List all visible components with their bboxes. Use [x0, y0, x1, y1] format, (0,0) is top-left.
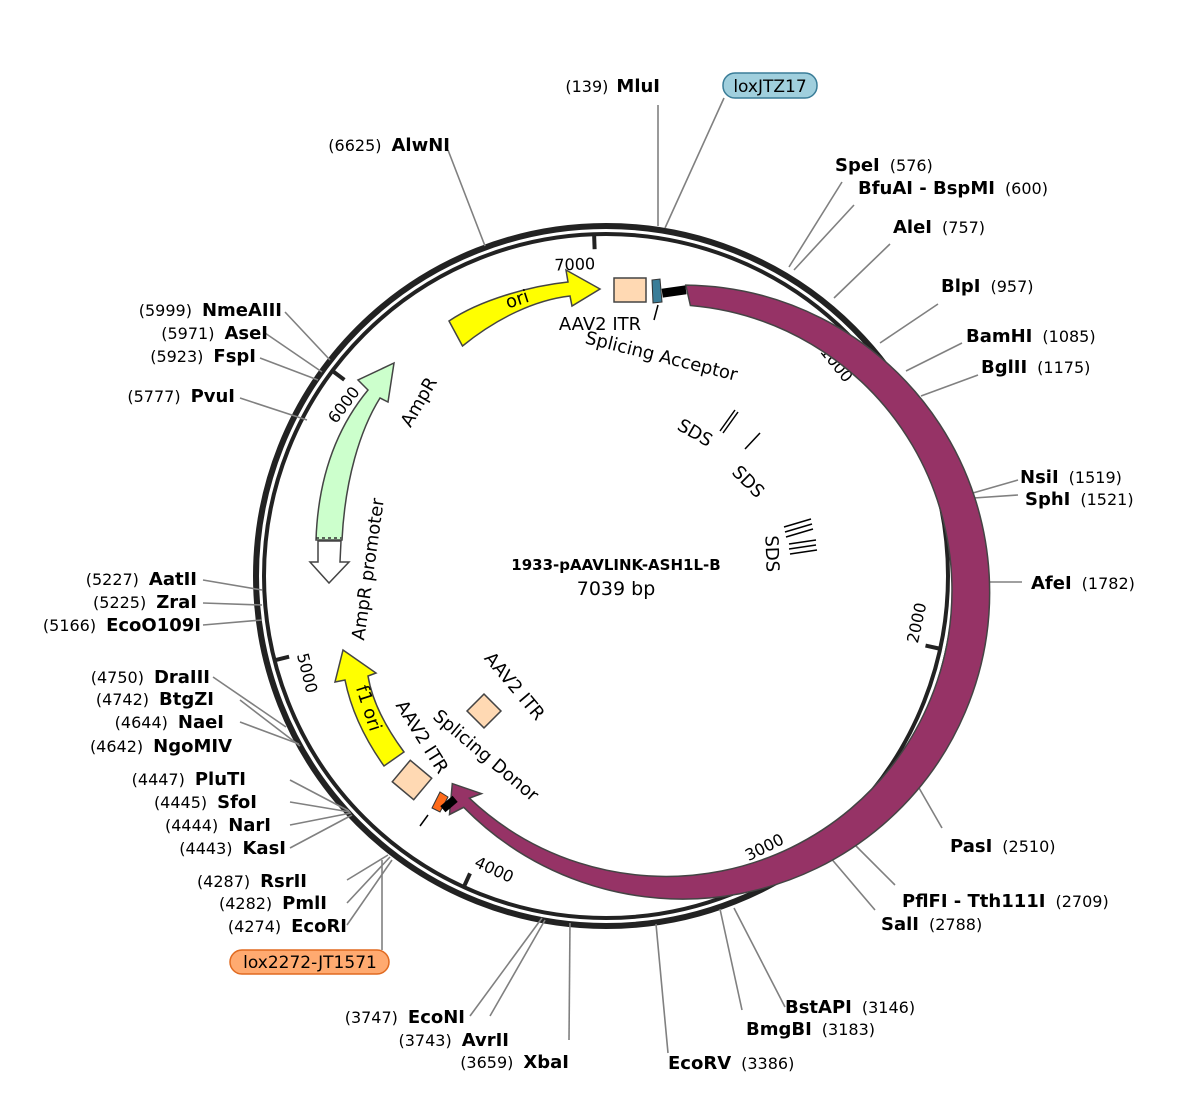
tick-label-2000: 2000 [903, 601, 930, 645]
itr-top-label: AAV2 ITR [559, 314, 641, 335]
site-alwni[interactable]: (6625)AlwNI [328, 135, 450, 156]
sds-label-1: SDS [674, 415, 716, 452]
splicing-donor-mark[interactable] [440, 795, 458, 813]
tag-loxjtz17[interactable]: loxJTZ17 [722, 72, 818, 99]
sds-label-3: SDS [760, 535, 782, 572]
site-ngomiv[interactable]: (4642)NgoMIV [90, 736, 232, 757]
plasmid-size: 7039 bp [577, 578, 656, 600]
lox-jtz17-mark[interactable] [651, 278, 663, 304]
plasmid-name: 1933-pAAVLINK-ASH1L-B [511, 556, 720, 574]
ori-arrow [448, 268, 602, 348]
tick-mark-6000 [330, 368, 346, 382]
itr-bottom-box[interactable] [391, 759, 433, 801]
site-spei[interactable]: SpeI(576) [835, 155, 933, 176]
tick-label-7000: 7000 [554, 254, 595, 274]
tag-lox2272-label: lox2272-JT1571 [243, 953, 377, 973]
site-afei[interactable]: AfeI(1782) [1031, 573, 1135, 594]
restriction-sites: (139)MluI SpeI(576) BfuAI - BspMI(600) A… [43, 76, 1135, 1074]
site-btgzi[interactable]: (4742)BtgZI [96, 689, 214, 710]
lox2272-mark[interactable] [431, 791, 449, 813]
ampr-arrow [315, 361, 395, 541]
site-aatii[interactable]: (5227)AatII [86, 569, 197, 590]
splicing-acceptor-mark[interactable] [661, 285, 687, 298]
site-pluti[interactable]: (4447)PluTI [132, 769, 246, 790]
site-nari[interactable]: (4444)NarI [165, 815, 271, 836]
tag-loxjtz17-label: loxJTZ17 [733, 77, 806, 97]
site-nmeaiii[interactable]: (5999)NmeAIII [139, 300, 282, 321]
ash1l-arrow [448, 284, 991, 900]
tick-mark-5000 [273, 654, 290, 663]
site-zrai[interactable]: (5225)ZraI [93, 592, 197, 613]
tick-label-4000: 4000 [472, 852, 517, 886]
site-pasi[interactable]: PasI(2510) [950, 836, 1055, 857]
site-alei[interactable]: AleI(757) [893, 217, 985, 238]
site-econi[interactable]: (3747)EcoNI [345, 1007, 465, 1028]
site-nsii[interactable]: NsiI(1519) [1020, 467, 1122, 488]
site-pvui[interactable]: (5777)PvuI [127, 386, 235, 407]
site-xbai[interactable]: (3659)XbaI [460, 1052, 569, 1073]
site-bglii[interactable]: BglII(1175) [981, 357, 1090, 378]
site-blpi[interactable]: BlpI(957) [941, 276, 1034, 297]
tag-lox2272[interactable]: lox2272-JT1571 [229, 949, 390, 975]
site-kasi[interactable]: (4443)KasI [179, 838, 286, 859]
site-draiii[interactable]: (4750)DraIII [91, 667, 210, 688]
tick-label-5000: 5000 [293, 651, 321, 695]
site-bfuai-bspmi[interactable]: BfuAI - BspMI(600) [858, 178, 1048, 199]
feature-ampr[interactable]: AmpR AmpR promoter [308, 361, 442, 642]
sds-marks [719, 409, 818, 555]
ampr-label: AmpR [397, 374, 442, 431]
site-mlui[interactable]: (139)MluI [565, 76, 660, 97]
site-bstapi[interactable]: BstAPI(3146) [785, 997, 915, 1018]
ampr-promoter-label: AmpR promoter [348, 496, 389, 641]
site-fspi[interactable]: (5923)FspI [150, 346, 256, 367]
site-bmgbi[interactable]: BmgBI(3183) [746, 1019, 875, 1040]
site-bamhi[interactable]: BamHI(1085) [966, 326, 1096, 347]
site-sfoi[interactable]: (4445)SfoI [154, 792, 257, 813]
tick-mark-7000 [592, 233, 597, 250]
ampr-promoter-arrow [308, 540, 351, 585]
tick-mark-2000 [925, 643, 942, 651]
sds-label-2: SDS [727, 462, 768, 503]
tick-mark-4000 [461, 872, 472, 889]
site-pflfi-tth111i[interactable]: PflFI - Tth111I(2709) [902, 891, 1109, 912]
site-ecorv[interactable]: EcoRV(3386) [668, 1053, 794, 1074]
splicing-acceptor-label: Splicing Acceptor [583, 328, 740, 386]
site-avrii[interactable]: (3743)AvrII [399, 1030, 510, 1051]
site-ecoo109i[interactable]: (5166)EcoO109I [43, 615, 201, 636]
site-rsrii[interactable]: (4287)RsrII [197, 871, 307, 892]
itr-center-box[interactable] [465, 692, 503, 730]
f1-ori-arrow [333, 648, 406, 768]
site-sali[interactable]: SalI(2788) [881, 914, 982, 935]
backbone-inner-ring [262, 232, 950, 920]
site-sphi[interactable]: SphI(1521) [1025, 489, 1134, 510]
site-asei[interactable]: (5971)AseI [161, 323, 268, 344]
site-pmli[interactable]: (4282)PmlI [219, 893, 327, 914]
itr-top-box[interactable] [613, 277, 647, 303]
site-naei[interactable]: (4644)NaeI [115, 712, 224, 733]
site-ecori[interactable]: (4274)EcoRI [228, 916, 347, 937]
